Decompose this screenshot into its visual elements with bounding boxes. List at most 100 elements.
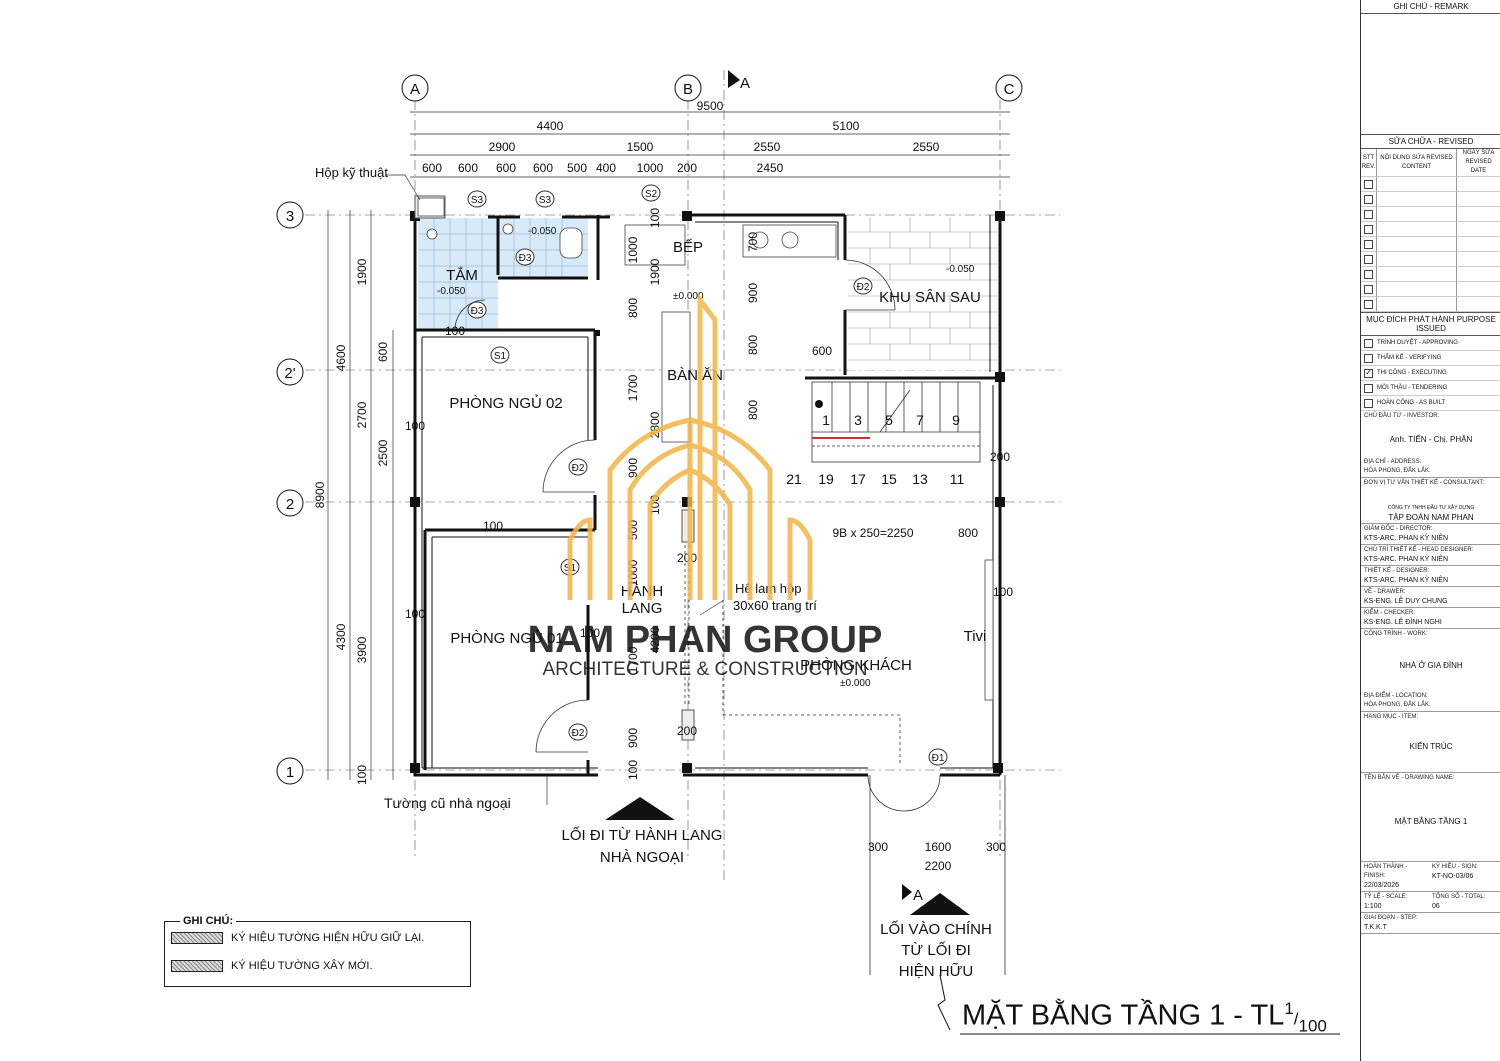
legend-item-existing: KÝ HIỆU TƯỜNG HIỆN HỮU GIỮ LẠI. <box>171 932 424 944</box>
tb-revised: SỬA CHỮA - REVISED <box>1361 135 1500 149</box>
dimension-lines-left <box>327 210 394 780</box>
svg-text:100: 100 <box>445 324 465 338</box>
svg-text:100: 100 <box>626 760 640 780</box>
tb-director: GIÁM ĐỐC - DIRECTOR:KTS-ARC. PHAN KỲ NIÊ… <box>1361 524 1500 545</box>
axis-bubbles: A B C 3 2' 2 1 <box>276 74 1023 785</box>
svg-text:1500: 1500 <box>627 140 654 154</box>
svg-text:HIỆN HỮU: HIỆN HỮU <box>899 963 973 980</box>
svg-text:600: 600 <box>376 342 390 362</box>
svg-text:1700: 1700 <box>626 374 640 401</box>
axis-label-3: 3 <box>286 208 294 225</box>
svg-text:1600: 1600 <box>925 840 952 854</box>
tb-consultant: ĐƠN VỊ TƯ VẤN THIẾT KẾ - CONSULTANT: CÔN… <box>1361 478 1500 524</box>
doors <box>454 259 1006 975</box>
svg-text:2550: 2550 <box>913 140 940 154</box>
axis-label-B: B <box>683 81 693 98</box>
tb-investor: CHỦ ĐẦU TƯ - INVESTOR: Anh. TIẾN - Chị. … <box>1361 411 1500 478</box>
svg-text:NHÀ NGOẠI: NHÀ NGOẠI <box>600 849 684 866</box>
leader-lines <box>385 174 725 805</box>
svg-text:900: 900 <box>746 283 760 303</box>
tb-step: GIAI ĐOẠN - STEP:T.K.K.T <box>1361 913 1500 934</box>
svg-text:1700: 1700 <box>626 646 640 673</box>
room-hanh-lang-line1: HÀNH <box>621 583 664 600</box>
svg-text:600: 600 <box>812 344 832 358</box>
tb-finish-sign: HOÀN THÀNH - FINISH:22/03/2026 KÝ HIỆU -… <box>1361 862 1500 892</box>
watermark-logo <box>567 292 813 600</box>
tb-purpose-approving: TRÌNH DUYỆT - APPROVING <box>1361 336 1500 351</box>
svg-text:100: 100 <box>405 607 425 621</box>
svg-text:2900: 2900 <box>489 140 516 154</box>
svg-text:200: 200 <box>677 724 697 738</box>
tb-drawer: VẼ - DRAWER:KS-ENG. LÊ DUY CHUNG <box>1361 587 1500 608</box>
tb-purpose-tendering: MỜI THẦU - TENDERING <box>1361 381 1500 396</box>
svg-text:3900: 3900 <box>355 636 369 663</box>
svg-text:S1: S1 <box>494 351 507 362</box>
svg-text:600: 600 <box>496 161 516 175</box>
svg-text:Đ1: Đ1 <box>932 753 945 764</box>
room-labels: TẮM BẾP KHU SÂN SAU BÀN ĂN PHÒNG NGỦ 02 … <box>446 239 986 674</box>
furniture <box>417 197 994 701</box>
svg-text:1900: 1900 <box>355 258 369 285</box>
stair-note: 9B x 250=2250 <box>832 526 913 540</box>
svg-text:13: 13 <box>912 471 928 487</box>
columns <box>410 211 1005 773</box>
svg-text:200: 200 <box>677 161 697 175</box>
break-line <box>937 974 951 1031</box>
svg-text:S2: S2 <box>645 189 658 200</box>
legend-swatch-existing <box>171 932 223 944</box>
svg-text:600: 600 <box>533 161 553 175</box>
label-hop-ky-thuat: Hộp kỹ thuật <box>315 165 388 180</box>
svg-text:±0.000: ±0.000 <box>673 291 704 302</box>
floor-plan-drawing: A B C 3 2' 2 1 A A 9500 4400 5100 2900 1… <box>276 70 1340 1035</box>
svg-text:200: 200 <box>677 551 697 565</box>
tb-remark: GHI CHÚ - REMARK <box>1361 0 1500 14</box>
svg-text:600: 600 <box>422 161 442 175</box>
room-ban-an: BÀN ĂN <box>667 367 723 384</box>
svg-text:700: 700 <box>746 232 760 252</box>
watermark-line1: NAM PHAN GROUP <box>528 619 883 661</box>
svg-text:9: 9 <box>952 412 960 428</box>
svg-text:600: 600 <box>458 161 478 175</box>
stair-step-numbers: 1 3 5 7 9 21 19 17 15 13 11 <box>786 412 964 487</box>
tb-checker: KIỂM - CHECKER:KS-ENG. LÊ ĐÌNH NGHI <box>1361 608 1500 629</box>
entry-arrows <box>605 797 970 915</box>
svg-text:100: 100 <box>483 519 503 533</box>
room-phong-khach: PHÒNG KHÁCH <box>800 657 912 674</box>
svg-text:-0.050: -0.050 <box>437 286 466 297</box>
tb-purpose-executing: ✓THI CÔNG - EXECUTING <box>1361 366 1500 381</box>
svg-text:Đ3: Đ3 <box>471 306 484 317</box>
svg-text:2700: 2700 <box>355 401 369 428</box>
backyard-paving <box>848 217 998 370</box>
svg-text:Đ2: Đ2 <box>572 463 585 474</box>
svg-text:7: 7 <box>916 412 924 428</box>
svg-text:800: 800 <box>958 526 978 540</box>
svg-text:15: 15 <box>881 471 897 487</box>
watermark-line2: ARCHITECTURE & CONSTRUCTION <box>542 659 867 680</box>
svg-text:11: 11 <box>950 471 965 487</box>
label-he-lam-line2: 30x60 trang trí <box>733 598 817 613</box>
room-tivi: Tivi <box>964 628 987 645</box>
svg-text:8900: 8900 <box>313 481 327 508</box>
svg-text:1000: 1000 <box>637 161 664 175</box>
svg-text:TỪ LỐI ĐI: TỪ LỐI ĐI <box>901 941 971 959</box>
svg-text:900: 900 <box>626 728 640 748</box>
svg-text:±0.000: ±0.000 <box>840 678 871 689</box>
svg-text:100: 100 <box>580 626 600 640</box>
svg-text:LỐI ĐI TỪ HÀNH LANG: LỐI ĐI TỪ HÀNH LANG <box>562 826 723 844</box>
svg-text:2200: 2200 <box>925 859 952 873</box>
tb-purpose-as-built: HOÀN CÔNG - AS BUILT <box>1361 396 1500 411</box>
axis-label-2prime: 2' <box>284 365 295 382</box>
tb-drawing-name: TÊN BẢN VẼ - DRAWING NAME: MẶT BẰNG TẦNG… <box>1361 773 1500 862</box>
svg-text:100: 100 <box>648 208 662 228</box>
svg-text:300: 300 <box>986 840 1006 854</box>
svg-text:100: 100 <box>993 585 1013 599</box>
svg-text:5: 5 <box>885 412 893 428</box>
svg-text:4400: 4400 <box>537 119 564 133</box>
legend-item-new: KÝ HIỆU TƯỜNG XÂY MỚI. <box>171 960 373 972</box>
axis-label-A: A <box>410 81 420 98</box>
svg-text:300: 300 <box>868 840 888 854</box>
svg-text:500: 500 <box>567 161 587 175</box>
svg-text:9500: 9500 <box>697 99 724 113</box>
axis-label-C: C <box>1004 81 1015 98</box>
